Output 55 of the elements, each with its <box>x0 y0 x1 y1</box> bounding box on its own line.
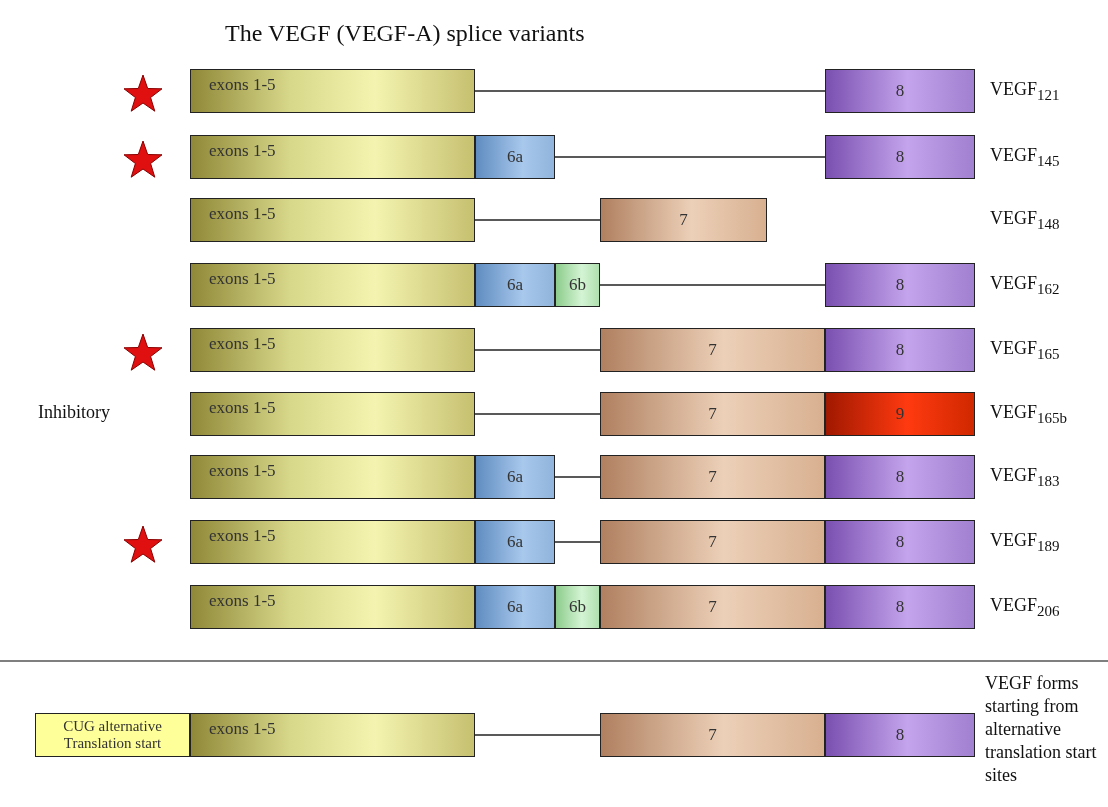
variant-label: VEGF$_{148}$ <box>990 208 1060 233</box>
variant-label: VEGF$_{165}$ <box>990 338 1060 363</box>
exon-box: 7 <box>600 198 767 242</box>
exon-box: exons 1-5 <box>190 135 475 179</box>
exon-box: exons 1-5 <box>190 713 475 757</box>
intron-line <box>599 284 826 286</box>
exon-box: exons 1-5 <box>190 455 475 499</box>
exon-box: 6b <box>555 585 600 629</box>
exon-box: exons 1-5 <box>190 392 475 436</box>
start-site-box: CUG alternative Translation start <box>35 713 190 757</box>
exon-box: 7 <box>600 455 825 499</box>
variant-label: VEGF$_{165b}$ <box>990 402 1067 427</box>
exon-box: 8 <box>825 263 975 307</box>
exon-box: 8 <box>825 328 975 372</box>
exon-box: 6a <box>475 135 555 179</box>
exon-box: exons 1-5 <box>190 520 475 564</box>
exon-box: exons 1-5 <box>190 328 475 372</box>
variant-label: VEGF$_{206}$ <box>990 595 1060 620</box>
exon-box: 7 <box>600 328 825 372</box>
intron-line <box>554 156 826 158</box>
exon-box: 8 <box>825 585 975 629</box>
exon-box: exons 1-5 <box>190 198 475 242</box>
exon-box: 6a <box>475 455 555 499</box>
intron-line <box>554 541 601 543</box>
exon-box: 8 <box>825 520 975 564</box>
variant-label: VEGF$_{145}$ <box>990 145 1060 170</box>
intron-line <box>474 349 601 351</box>
exon-box: 8 <box>825 135 975 179</box>
variant-label: VEGF$_{189}$ <box>990 530 1060 555</box>
exon-box: 8 <box>825 455 975 499</box>
exon-box: 6a <box>475 585 555 629</box>
exon-box: 7 <box>600 585 825 629</box>
diagram-title: The VEGF (VEGF-A) splice variants <box>225 20 585 47</box>
exon-box: 6a <box>475 520 555 564</box>
exon-box: 6a <box>475 263 555 307</box>
intron-line <box>474 413 601 415</box>
exon-box: 8 <box>825 69 975 113</box>
exon-box: 9 <box>825 392 975 436</box>
intron-line <box>474 90 826 92</box>
variant-label: VEGF$_{121}$ <box>990 79 1060 104</box>
exon-box: exons 1-5 <box>190 69 475 113</box>
exon-box: 8 <box>825 713 975 757</box>
exon-box: 7 <box>600 520 825 564</box>
intron-line <box>474 734 601 736</box>
intron-line <box>474 219 601 221</box>
exon-box: 6b <box>555 263 600 307</box>
note-label: Inhibitory <box>38 402 110 423</box>
intron-line <box>554 476 601 478</box>
exon-box: 7 <box>600 713 825 757</box>
note-text: VEGF forms starting from alternative translation start sites <box>985 672 1098 787</box>
exon-box: 7 <box>600 392 825 436</box>
variant-label: VEGF$_{162}$ <box>990 273 1060 298</box>
exon-box: exons 1-5 <box>190 585 475 629</box>
exon-box: exons 1-5 <box>190 263 475 307</box>
variant-label: VEGF$_{183}$ <box>990 465 1060 490</box>
